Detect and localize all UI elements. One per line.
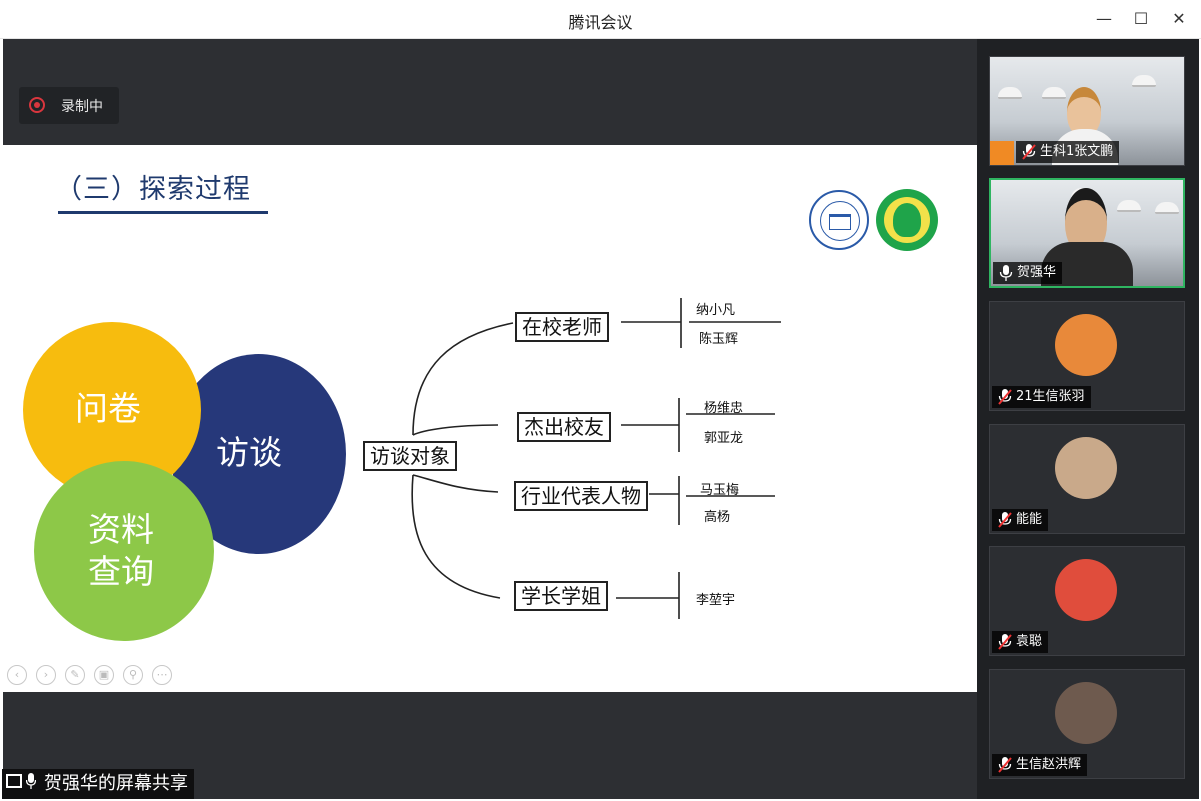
participant-face xyxy=(1067,87,1101,137)
participant-name-tag: 贺强华 xyxy=(993,262,1063,284)
next-icon[interactable]: › xyxy=(36,665,56,685)
slide-title: （三）探索过程 xyxy=(55,174,251,205)
recording-label: 录制中 xyxy=(61,99,103,115)
more-icon[interactable]: ⋯ xyxy=(152,665,172,685)
participant-name: 袁聪 xyxy=(1016,634,1043,649)
mic-muted-icon xyxy=(998,757,1012,773)
branch-alumni: 杰出校友 xyxy=(517,412,611,442)
branch-seniors: 学长学姐 xyxy=(514,581,608,611)
leaf-name: 高杨 xyxy=(704,510,731,525)
participant-avatar xyxy=(1055,559,1117,621)
pages-icon[interactable]: ▣ xyxy=(94,665,114,685)
prev-icon[interactable]: ‹ xyxy=(7,665,27,685)
participant-name-tag: 能能 xyxy=(992,509,1049,531)
participant-avatar xyxy=(1055,314,1117,376)
participant-tile[interactable]: 生科1张文鹏 xyxy=(989,56,1185,166)
zoom-icon[interactable]: ⚲ xyxy=(123,665,143,685)
participant-tile[interactable]: 袁聪 xyxy=(989,546,1185,656)
mindmap-root: 访谈对象 xyxy=(363,441,457,471)
screen-share-icon xyxy=(6,774,22,788)
leaf-name: 郭亚龙 xyxy=(704,431,744,446)
mic-muted-icon xyxy=(998,389,1012,405)
participant-tile-active[interactable]: 贺强华 xyxy=(989,178,1185,288)
participant-name: 能能 xyxy=(1016,512,1043,527)
participant-name: 贺强华 xyxy=(1017,265,1057,280)
participant-name-tag: 21生信张羽 xyxy=(992,386,1091,408)
record-icon xyxy=(29,97,45,113)
branch-industry: 行业代表人物 xyxy=(514,481,648,511)
minimize-icon[interactable]: — xyxy=(1096,9,1112,28)
shared-screen-area: 录制中 （三）探索过程 访谈 问卷 资料 查询 xyxy=(3,39,977,799)
participant-avatar xyxy=(1055,682,1117,744)
participant-tile[interactable]: 能能 xyxy=(989,424,1185,534)
leaf-name: 马玉梅 xyxy=(700,483,740,498)
participant-name-tag: 生信赵洪辉 xyxy=(992,754,1088,776)
leaf-name: 陈玉辉 xyxy=(699,332,739,347)
screen-share-label: 贺强华的屏幕共享 xyxy=(2,769,194,799)
circle-label: 问卷 xyxy=(75,389,141,428)
participant-name: 生信赵洪辉 xyxy=(1016,757,1082,772)
title-bar: 腾讯会议 — ☐ ✕ xyxy=(0,0,1201,39)
app-title: 腾讯会议 xyxy=(568,13,633,32)
mic-muted-icon xyxy=(1022,144,1036,160)
leaf-name: 杨维忠 xyxy=(704,401,744,416)
leaf-name: 李堃宇 xyxy=(696,593,736,608)
mindmap-connectors xyxy=(411,298,781,619)
participant-tile[interactable]: 21生信张羽 xyxy=(989,301,1185,411)
maximize-icon[interactable]: ☐ xyxy=(1133,9,1149,28)
circle-label-line1: 资料 xyxy=(88,510,154,549)
participant-name-tag: 生科1张文鹏 xyxy=(1016,141,1120,163)
circle-label: 访谈 xyxy=(216,433,282,472)
participant-tile[interactable]: 生信赵洪辉 xyxy=(989,669,1185,779)
university-logo xyxy=(809,190,869,250)
participant-name: 生科1张文鹏 xyxy=(1040,144,1114,159)
circle-label-line2: 查询 xyxy=(88,552,154,591)
participant-avatar xyxy=(1055,437,1117,499)
participant-name: 21生信张羽 xyxy=(1016,389,1085,404)
recording-indicator[interactable]: 录制中 xyxy=(19,87,119,124)
participant-name-tag: 袁聪 xyxy=(992,631,1049,653)
host-badge-icon xyxy=(990,141,1014,165)
pen-icon[interactable]: ✎ xyxy=(65,665,85,685)
mic-muted-icon xyxy=(998,634,1012,650)
close-icon[interactable]: ✕ xyxy=(1172,9,1186,28)
circle-data-lookup: 资料 查询 xyxy=(34,461,214,641)
mic-icon xyxy=(26,773,36,789)
college-logo xyxy=(876,189,938,251)
mic-muted-icon xyxy=(998,512,1012,528)
mic-icon xyxy=(999,265,1013,281)
branch-teachers: 在校老师 xyxy=(515,312,609,342)
participant-list: 生科1张文鹏 贺强华 21生信张羽 能能 袁聪 xyxy=(977,39,1199,799)
presentation-slide: （三）探索过程 访谈 问卷 资料 查询 xyxy=(3,145,977,692)
title-underline xyxy=(58,211,268,214)
leaf-name: 纳小凡 xyxy=(696,303,736,318)
screen-share-text: 贺强华的屏幕共享 xyxy=(44,773,188,794)
